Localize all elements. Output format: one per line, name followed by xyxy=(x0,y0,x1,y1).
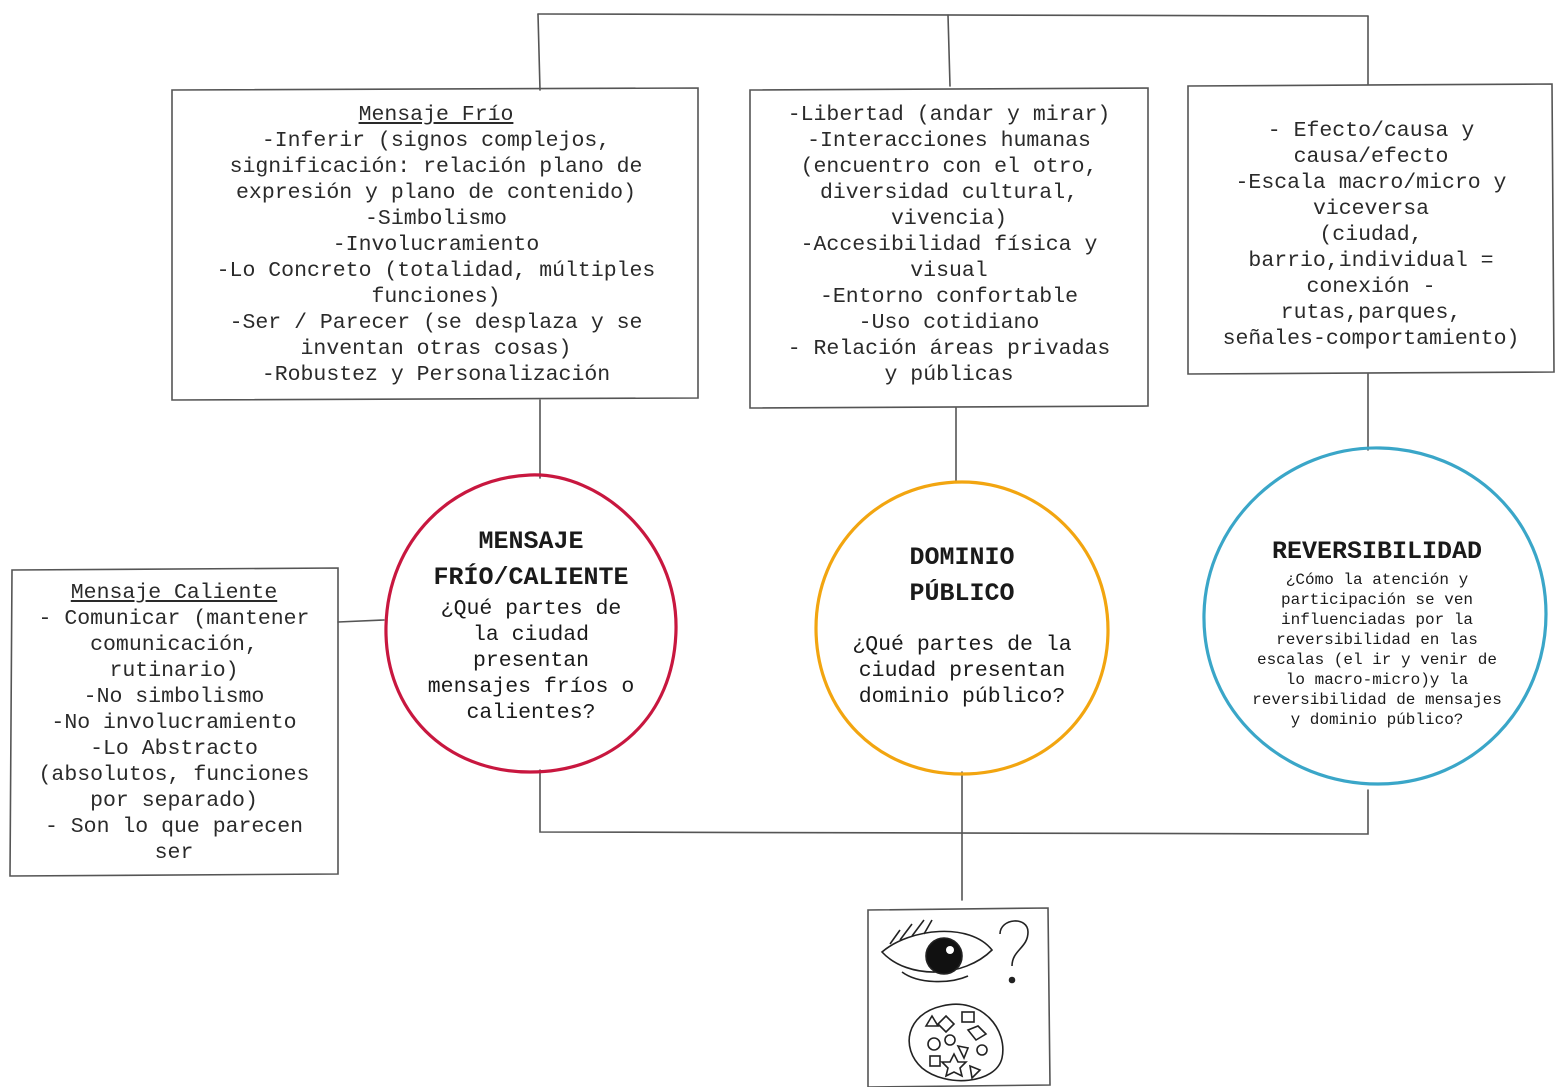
message-title: MENSAJE xyxy=(478,527,584,556)
hot-message-heading: Mensaje Caliente xyxy=(70,581,278,605)
public-line: - Relación áreas privadas xyxy=(787,337,1111,361)
reversible-line: conexión - xyxy=(1306,275,1436,299)
public-line: diversidad cultural, xyxy=(819,181,1079,205)
top-bracket-line xyxy=(537,13,1369,17)
cold-line: -Inferir (signos complejos, xyxy=(261,129,611,153)
reversible-line: rutas,parques, xyxy=(1280,301,1462,325)
cold-line: expresión y plano de contenido) xyxy=(236,181,636,205)
reversibility-box: - Efecto/causa y causa/efecto -Escala ma… xyxy=(1190,118,1552,352)
hot-line: - Comunicar (mantener xyxy=(38,607,310,631)
shapes-cluster-icon xyxy=(908,1003,1004,1082)
message-question: mensajes fríos o xyxy=(427,675,635,699)
public-line: y públicas xyxy=(884,363,1014,387)
reversible-box-outline xyxy=(1187,83,1555,375)
reversibility-title: REVERSIBILIDAD xyxy=(1271,537,1483,566)
domain-title: DOMINIO xyxy=(909,543,1015,572)
reversibility-question: reversibilidad en las xyxy=(1276,631,1478,649)
hot-message-box: Mensaje Caliente - Comunicar (mantener c… xyxy=(12,580,336,866)
reversible-line: viceversa xyxy=(1312,197,1430,221)
cold-message-heading: Mensaje Frío xyxy=(358,103,514,127)
reversibility-question: ¿Cómo la atención y xyxy=(1285,571,1469,589)
public-line: -Uso cotidiano xyxy=(858,311,1040,335)
hot-line: -Lo Abstracto xyxy=(90,737,258,761)
reversible-line: -Escala macro/micro y xyxy=(1235,171,1507,195)
cold-line: -Simbolismo xyxy=(365,207,507,231)
hot-line: (absolutos, funciones xyxy=(38,763,310,787)
cold-line: -Lo Concreto (totalidad, múltiples xyxy=(216,259,656,283)
public-line: -Interacciones humanas xyxy=(807,129,1091,153)
public-box-outline xyxy=(749,87,1149,409)
reversibility-question: escalas (el ir y venir de xyxy=(1256,651,1498,669)
message-question: calientes? xyxy=(466,701,596,725)
reversibility-question: influenciadas por la xyxy=(1280,611,1474,629)
reversible-line: (ciudad, xyxy=(1319,223,1423,247)
hot-line: -No simbolismo xyxy=(83,685,265,709)
reversible-line: - Efecto/causa y xyxy=(1267,119,1475,143)
cold-line: significación: relación plano de xyxy=(229,155,643,179)
reversibility-question: lo macro-micro)y la xyxy=(1285,671,1469,689)
hot-line: -No involucramiento xyxy=(51,711,297,735)
message-circle-text: MENSAJE FRÍO/CALIENTE ¿Qué partes de la … xyxy=(396,524,666,726)
question-mark-icon xyxy=(999,920,1029,984)
message-question: presentan xyxy=(472,649,590,673)
cold-message-box: Mensaje Frío -Inferir (signos complejos,… xyxy=(176,102,696,388)
message-title: FRÍO/CALIENTE xyxy=(433,563,629,592)
domain-question: dominio público? xyxy=(858,685,1066,709)
cold-line: -Robustez y Personalización xyxy=(261,363,611,387)
hot-line: ser xyxy=(154,841,194,865)
sketch-frame xyxy=(867,907,1051,1087)
reversibility-question: y dominio público? xyxy=(1290,711,1464,729)
domain-title: PÚBLICO xyxy=(909,579,1015,608)
hot-line: por separado) xyxy=(90,789,258,813)
domain-spacer xyxy=(822,612,1102,632)
cold-box-outline xyxy=(171,87,699,401)
public-domain-box: -Libertad (andar y mirar) -Interacciones… xyxy=(752,102,1146,388)
reversible-line: causa/efecto xyxy=(1293,145,1449,169)
public-line: (encuentro con el otro, xyxy=(800,155,1098,179)
domain-question: ¿Qué partes de la xyxy=(852,633,1072,657)
domain-question: ciudad presentan xyxy=(858,659,1066,683)
cold-line: inventan otras cosas) xyxy=(300,337,572,361)
cold-line: funciones) xyxy=(371,285,501,309)
message-question: ¿Qué partes de xyxy=(440,597,622,621)
public-line: -Libertad (andar y mirar) xyxy=(787,103,1111,127)
hot-line: comunicación, xyxy=(90,633,258,657)
hot-line: rutinario) xyxy=(109,659,239,683)
hot-line: - Son lo que parecen xyxy=(44,815,304,839)
reversibility-circle-text: REVERSIBILIDAD ¿Cómo la atención y parti… xyxy=(1222,534,1532,730)
public-line: -Entorno confortable xyxy=(819,285,1079,309)
reversibility-question: participación se ven xyxy=(1280,591,1474,609)
domain-circle xyxy=(814,480,1110,776)
message-question: la ciudad xyxy=(472,623,590,647)
domain-circle-text: DOMINIO PÚBLICO ¿Qué partes de la ciudad… xyxy=(822,540,1102,710)
public-line: visual xyxy=(910,259,988,283)
message-circle xyxy=(384,473,678,774)
reversible-line: señales-comportamiento) xyxy=(1222,327,1520,351)
reversibility-question: reversibilidad de mensajes xyxy=(1252,691,1502,709)
eye-icon xyxy=(880,919,994,983)
reversible-line: barrio,individual = xyxy=(1248,249,1494,273)
cold-line: -Ser / Parecer (se desplaza y se xyxy=(229,311,643,335)
public-line: vivencia) xyxy=(890,207,1008,231)
hot-box-outline xyxy=(9,567,339,877)
reversibility-circle xyxy=(1202,446,1548,786)
public-line: -Accesibilidad física y xyxy=(800,233,1098,257)
cold-line: -Involucramiento xyxy=(332,233,540,257)
